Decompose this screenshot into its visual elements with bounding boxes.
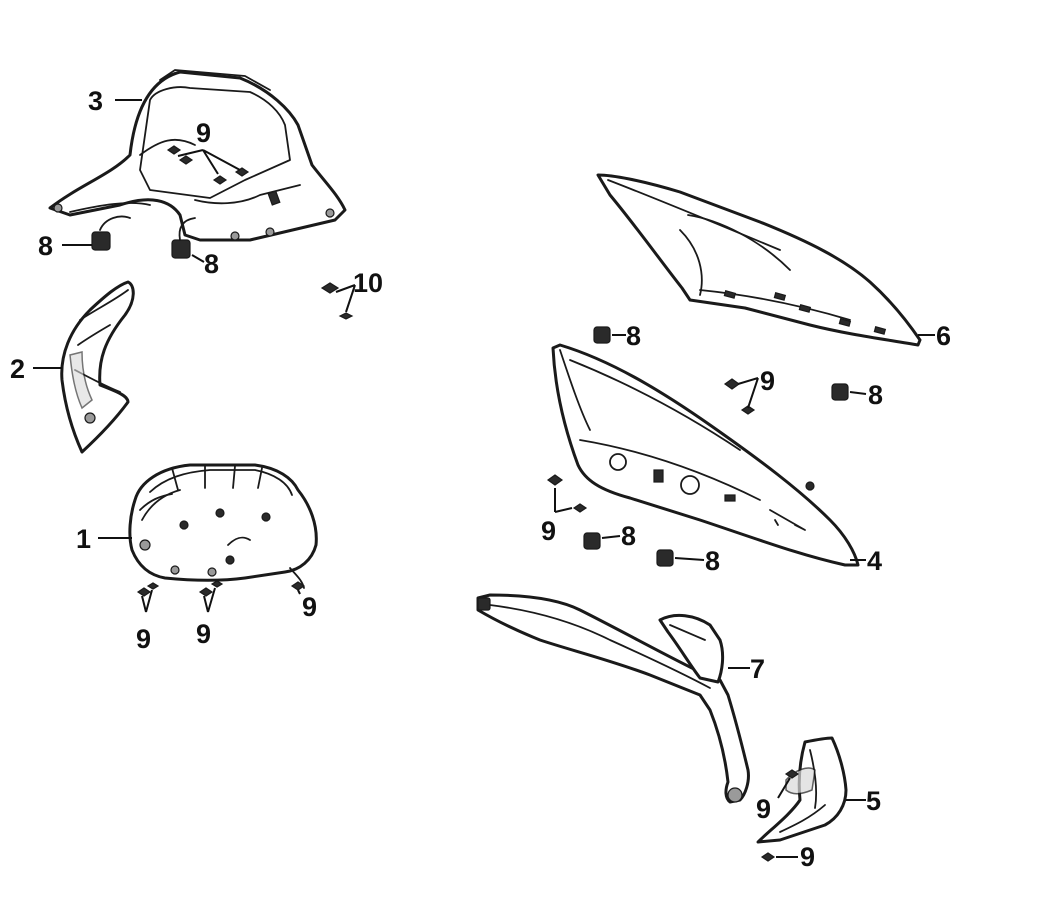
callout-6: 6 (936, 321, 951, 351)
part-3-front-upper-cover (48, 69, 347, 259)
callout-7: 7 (750, 654, 765, 684)
part-10-screw (320, 282, 354, 320)
clip-icon (546, 378, 756, 513)
callout-4-nut-8a: 8 (868, 380, 883, 410)
callout-5-clip-9a: 9 (756, 794, 771, 824)
part-5-bracket (756, 736, 848, 844)
callout-5-clip-9b: 9 (800, 842, 815, 872)
callout-1: 1 (76, 524, 91, 554)
clip-icon (166, 145, 250, 185)
nut-icon (91, 231, 191, 259)
callout-3-clip-9: 9 (196, 118, 211, 148)
callout-4-clip-9a: 9 (760, 366, 775, 396)
clip-icon (760, 769, 800, 862)
callout-1-clip-9c: 9 (302, 592, 317, 622)
callout-5: 5 (866, 786, 881, 816)
callout-6-nut-8: 8 (626, 321, 641, 351)
part-7-side-rail (476, 593, 750, 804)
callout-1-clip-9a: 9 (136, 624, 151, 654)
callout-3: 3 (88, 86, 103, 116)
clip-icon (136, 580, 306, 597)
callout-3-nut-8a: 8 (38, 231, 53, 261)
nut-icon (583, 326, 849, 567)
callout-4-nut-8b: 8 (621, 521, 636, 551)
callout-4-nut-8c: 8 (705, 546, 720, 576)
part-1-meter-cover (128, 463, 318, 597)
callout-10: 10 (353, 268, 383, 298)
callout-3-nut-8b: 8 (204, 249, 219, 279)
part-4-lower-side-fairing (551, 343, 860, 567)
callout-4-clip-9b: 9 (541, 516, 556, 546)
callout-4: 4 (867, 546, 882, 576)
part-6-upper-side-fairing (596, 173, 922, 347)
callout-1-clip-9b: 9 (196, 619, 211, 649)
part-2-side-panel (60, 280, 135, 454)
callout-2: 2 (10, 354, 25, 384)
